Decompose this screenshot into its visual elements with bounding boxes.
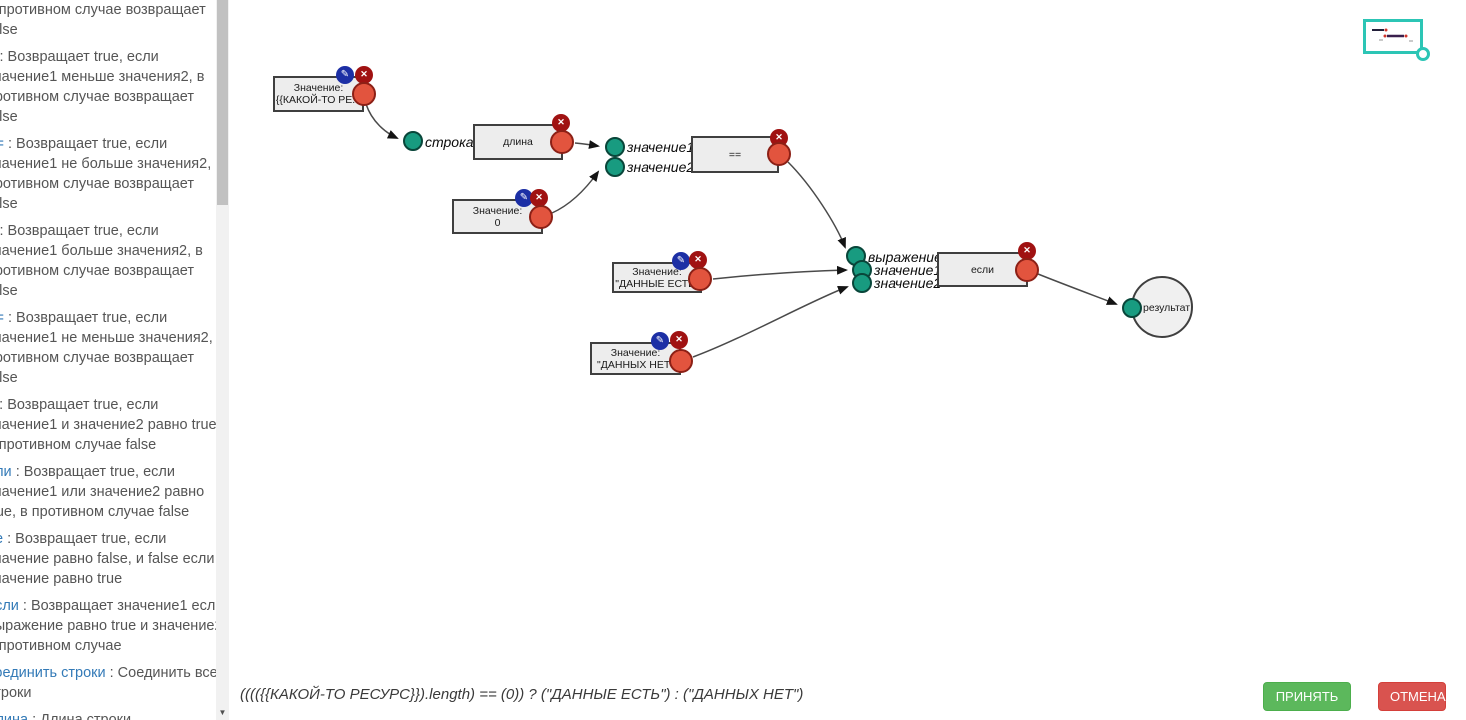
doc-entry: <= : Возвращает true, если значение1 не … — [0, 134, 216, 214]
node-label: длина — [503, 136, 533, 148]
node-label: результат — [1143, 302, 1191, 314]
doc-entry: >= : Возвращает true, если значение1 не … — [0, 308, 216, 388]
doc-entry-text: в противном случае возвращает false — [0, 2, 206, 38]
minimap[interactable] — [1363, 19, 1423, 54]
node-value: "ДАННЫХ НЕТ" — [597, 358, 674, 371]
node-equals[interactable]: == — [691, 136, 779, 173]
minimap-resize-handle[interactable] — [1416, 47, 1430, 61]
output-port[interactable] — [352, 82, 376, 106]
doc-function-link[interactable]: или — [0, 464, 12, 480]
doc-entry-text: : Возвращает true, если значение1 и знач… — [0, 397, 216, 453]
node-label: если — [970, 263, 995, 276]
output-port[interactable] — [767, 142, 791, 166]
doc-entry-text: : Длина строки — [28, 712, 132, 720]
doc-entry-text: : Возвращает true, если значение1 меньше… — [0, 49, 205, 125]
port-label-znachenie1: значение1 — [874, 262, 942, 278]
port-label-vyrazhenie: выражение — [868, 249, 942, 265]
output-port[interactable] — [669, 349, 693, 373]
node-value: 0 — [494, 216, 501, 229]
doc-entry: > : Возвращает true, если значение1 боль… — [0, 221, 216, 301]
doc-entry: или : Возвращает true, если значение1 ил… — [0, 462, 216, 522]
doc-entry-text: : Возвращает true, если значение1 или зн… — [0, 464, 205, 520]
doc-function-link[interactable]: если — [0, 598, 19, 614]
edit-icon[interactable]: ✎ — [515, 189, 533, 207]
doc-entry-text: : Возвращает true, если значение1 не бол… — [0, 136, 216, 212]
doc-entry-text: : Возвращает true, если значение равно f… — [0, 531, 215, 587]
delete-icon[interactable]: ✕ — [689, 251, 707, 269]
minimap-preview — [1372, 28, 1413, 42]
doc-entry: если : Возвращает значение1 если выражен… — [0, 596, 216, 656]
node-label: Значение: — [472, 204, 523, 217]
doc-function-link[interactable]: >= — [0, 310, 4, 326]
edit-icon[interactable]: ✎ — [672, 252, 690, 270]
port-label-znachenie2: значение2 — [627, 159, 695, 175]
doc-entry-text: : Возвращает true, если значение1 больше… — [0, 223, 203, 299]
edit-icon[interactable]: ✎ — [651, 332, 669, 350]
function-docs-list: в противном случае возвращает false < : … — [0, 0, 216, 720]
delete-icon[interactable]: ✕ — [1018, 242, 1036, 260]
doc-entry-text: : Возвращает true, если значение1 не мен… — [0, 310, 216, 386]
doc-entry-text: : Соединить все строки — [0, 665, 216, 701]
port-label-znachenie1: значение1 — [627, 139, 695, 155]
doc-entry: < : Возвращает true, если значение1 мень… — [0, 47, 216, 127]
delete-icon[interactable]: ✕ — [530, 189, 548, 207]
node-value-data-no[interactable]: Значение: "ДАННЫХ НЕТ" — [590, 342, 681, 375]
node-label: == — [728, 148, 742, 161]
input-port-result[interactable] — [1122, 298, 1142, 318]
doc-entry: не : Возвращает true, если значение равн… — [0, 529, 216, 589]
delete-icon[interactable]: ✕ — [670, 331, 688, 349]
output-port[interactable] — [1015, 258, 1039, 282]
doc-entry: длина : Длина строки — [0, 710, 216, 720]
doc-entry-text: : Возвращает значение1 если выражение ра… — [0, 598, 216, 654]
doc-entry: соединить строки : Соединить все строки — [0, 663, 216, 703]
output-port[interactable] — [688, 267, 712, 291]
port-label-znachenie2: значение2 — [874, 275, 942, 291]
doc-function-link[interactable]: длина — [0, 712, 29, 720]
delete-icon[interactable]: ✕ — [552, 114, 570, 132]
node-label: Значение: — [293, 82, 344, 94]
sidebar-scrollbar[interactable]: ▼ — [216, 0, 229, 720]
output-port[interactable] — [529, 205, 553, 229]
node-value: "ДАННЫЕ ЕСТЬ" — [615, 277, 699, 290]
input-port-znachenie2[interactable] — [852, 273, 872, 293]
node-label: Значение: — [610, 346, 661, 359]
scrollbar-down-icon[interactable]: ▼ — [218, 708, 227, 717]
cancel-button[interactable]: ОТМЕНА — [1378, 682, 1446, 711]
doc-function-link[interactable]: соединить строки — [0, 665, 106, 681]
input-port-znachenie1[interactable] — [605, 137, 625, 157]
output-port[interactable] — [550, 130, 574, 154]
doc-entry: в противном случае возвращает false — [0, 0, 216, 40]
doc-function-link[interactable]: <= — [0, 136, 4, 152]
node-label: Значение: — [632, 265, 682, 278]
function-docs-panel: в противном случае возвращает false < : … — [0, 0, 216, 720]
input-port-znachenie2[interactable] — [605, 157, 625, 177]
node-value: {{КАКОЙ-ТО РЕ... — [275, 94, 362, 106]
input-port-stroka[interactable] — [403, 131, 423, 151]
doc-entry: и : Возвращает true, если значение1 и зн… — [0, 395, 216, 455]
delete-icon[interactable]: ✕ — [355, 66, 373, 84]
port-label-stroka: строка — [425, 134, 474, 150]
accept-button[interactable]: ПРИНЯТЬ > — [1263, 682, 1351, 720]
expression-preview: (((({{КАКОЙ-ТО РЕСУРС}}).length) == (0))… — [240, 686, 804, 703]
edit-icon[interactable]: ✎ — [336, 66, 354, 84]
doc-function-link[interactable]: не — [0, 531, 3, 547]
scrollbar-thumb[interactable] — [217, 0, 228, 205]
